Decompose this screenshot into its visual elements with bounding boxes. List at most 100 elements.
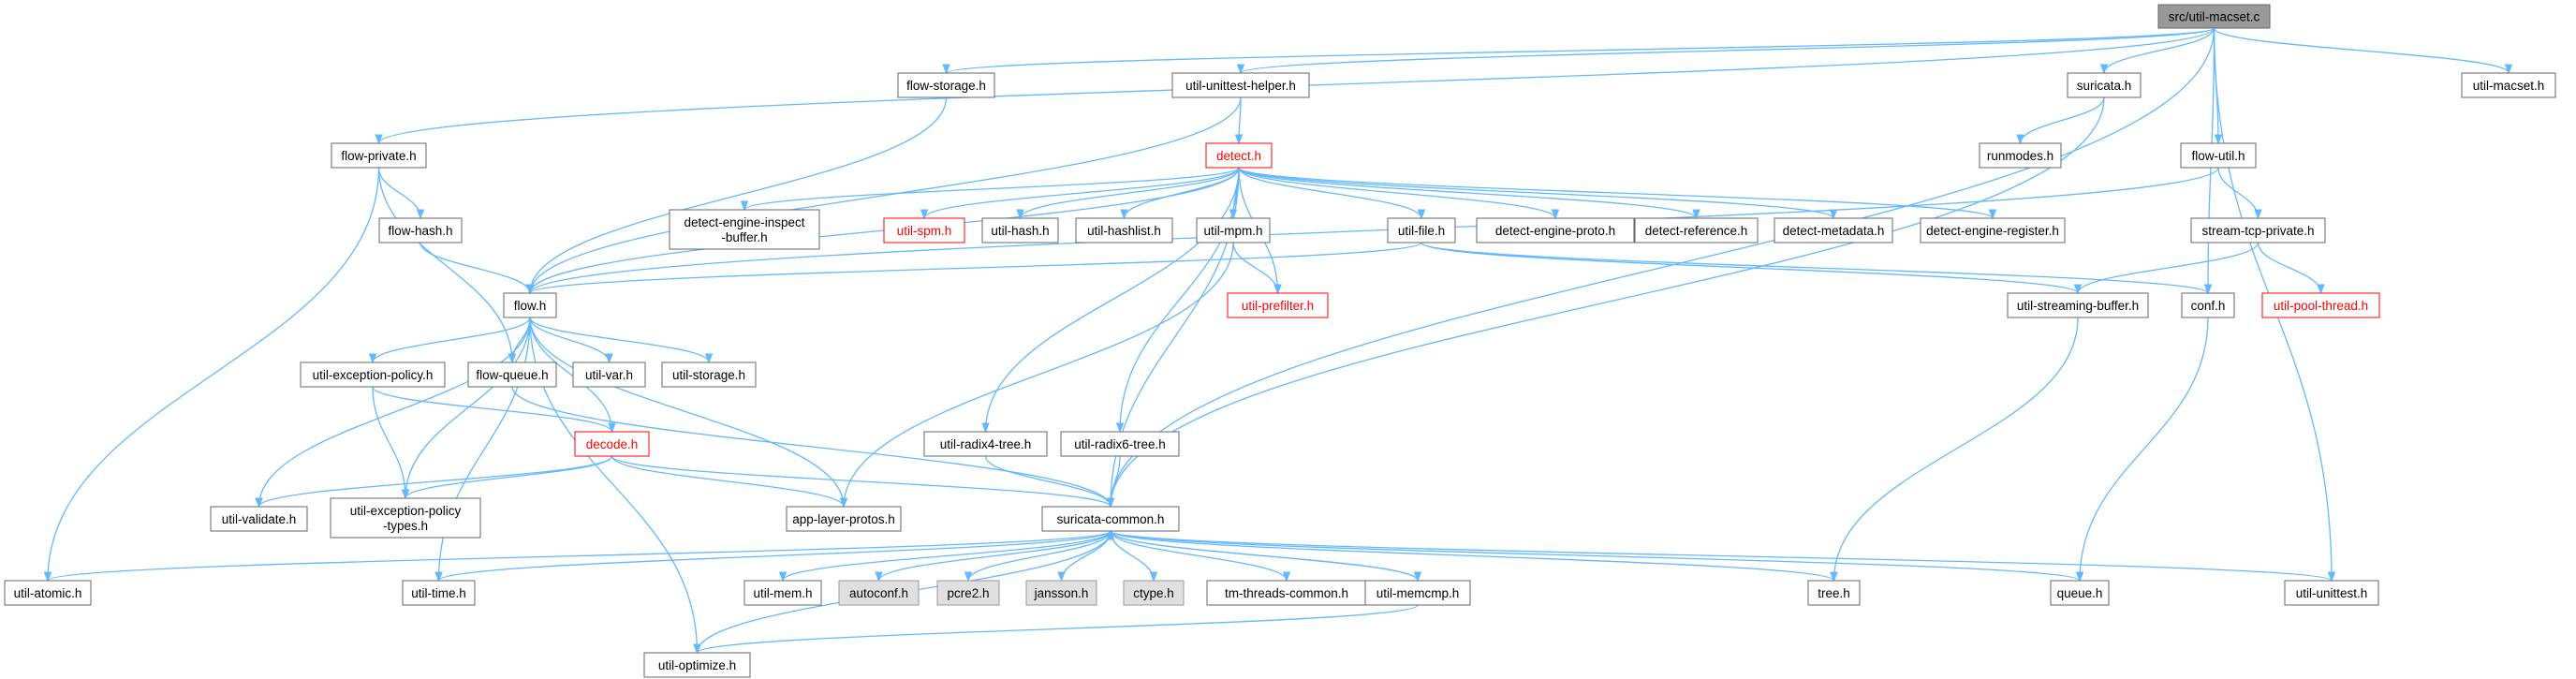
node-util-mem[interactable]: util-mem.h [743, 580, 822, 606]
edge-root-to-unittest_helper [1236, 27, 2215, 75]
node-util-pool-thread[interactable]: util-pool-thread.h [2261, 292, 2380, 318]
node-util-exception-policy[interactable]: util-exception-policy.h [300, 362, 446, 388]
node-runmodes[interactable]: runmodes.h [1979, 142, 2062, 169]
edge-root-to-suricata_h [2099, 27, 2215, 75]
node-box [936, 580, 1000, 606]
node-util-time[interactable]: util-time.h [402, 580, 476, 606]
node-flow-private[interactable]: flow-private.h [331, 142, 427, 169]
node-decode[interactable]: decode.h [574, 431, 650, 457]
node-util-spm[interactable]: util-spm.h [883, 217, 965, 244]
node-jansson[interactable]: jansson.h [1025, 580, 1097, 606]
node-util-optimize[interactable]: util-optimize.h [643, 652, 751, 678]
edge-util_memcmp-to-suricata_common [1106, 529, 1419, 582]
node-util-memcmp[interactable]: util-memcmp.h [1364, 580, 1471, 606]
node-detect-reference[interactable]: detect-reference.h [1634, 217, 1759, 244]
node-de-register[interactable]: detect-engine-register.h [1920, 217, 2066, 244]
edge-line [47, 530, 1111, 582]
node-tree-h[interactable]: tree.h [1807, 580, 1861, 606]
node-label: tm-threads-common.h [1225, 586, 1348, 600]
node-flow-hash[interactable]: flow-hash.h [378, 217, 463, 244]
node-box [838, 580, 920, 606]
node-autoconf[interactable]: autoconf.h [838, 580, 920, 606]
node-tm-threads-common[interactable]: tm-threads-common.h [1206, 580, 1367, 606]
node-detect-metadata[interactable]: detect-metadata.h [1774, 217, 1893, 244]
node-util-macset[interactable]: util-macset.h [2461, 72, 2556, 98]
edge-line [1123, 167, 1240, 219]
edge-decode-to-util_validate [255, 455, 613, 509]
node-app-layer-protos[interactable]: app-layer-protos.h [786, 506, 902, 532]
node-util-atomic[interactable]: util-atomic.h [4, 580, 92, 606]
edge-line [1110, 530, 1419, 582]
edge-line [47, 167, 380, 582]
arrowhead-icon [964, 571, 973, 583]
node-pcre2[interactable]: pcre2.h [936, 580, 1000, 606]
node-util-radix4[interactable]: util-radix4-tree.h [923, 431, 1048, 457]
node-util-radix6[interactable]: util-radix6-tree.h [1060, 431, 1180, 457]
node-dei-buffer[interactable]: detect-engine-inspect-buffer.h [669, 209, 820, 250]
edge-suricata_common-to-tm_threads_common [1110, 530, 1291, 583]
node-box [1476, 217, 1635, 244]
node-util-var[interactable]: util-var.h [572, 362, 646, 388]
arrowhead-icon [43, 571, 52, 583]
node-label: util-hash.h [991, 224, 1049, 238]
node-util-streaming-buffer[interactable]: util-streaming-buffer.h [2007, 292, 2149, 318]
node-util-validate[interactable]: util-validate.h [210, 506, 308, 532]
edge-detect-to-util_radix6 [1115, 167, 1240, 434]
edge-flow_h-to-util_time [434, 317, 531, 583]
edge-line [2077, 242, 2260, 294]
node-label: suricata.h [2077, 79, 2132, 93]
node-util-storage[interactable]: util-storage.h [661, 362, 757, 388]
node-util-file[interactable]: util-file.h [1387, 217, 1456, 244]
node-stream-tcp-private[interactable]: stream-tcp-private.h [2190, 217, 2326, 244]
edge-line [2079, 317, 2209, 582]
node-conf-h[interactable]: conf.h [2181, 292, 2235, 318]
node-label: -types.h [383, 519, 428, 533]
node-detect[interactable]: detect.h [1205, 142, 1273, 169]
node-box [2190, 217, 2326, 244]
node-queue-h[interactable]: queue.h [2050, 580, 2110, 606]
node-flow-util[interactable]: flow-util.h [2180, 142, 2257, 169]
edge-line [377, 167, 513, 363]
node-box [743, 580, 822, 606]
node-util-unittest[interactable]: util-unittest.h [2284, 580, 2379, 606]
arrowhead-icon [375, 134, 383, 145]
node-suricata-h[interactable]: suricata.h [2067, 72, 2142, 98]
edge-suricata_common-to-util_time [434, 530, 1111, 583]
edge-line [511, 386, 1111, 508]
node-util-prefilter[interactable]: util-prefilter.h [1227, 292, 1329, 318]
node-box [1920, 217, 2066, 244]
node-util-hashlist[interactable]: util-hashlist.h [1075, 217, 1173, 244]
edge-line [945, 27, 2215, 74]
node-flow-queue[interactable]: flow-queue.h [467, 362, 557, 388]
arrowhead-icon [704, 353, 714, 364]
arrowhead-icon [778, 571, 788, 583]
arrowhead-icon [1106, 497, 1115, 509]
node-root[interactable]: src/util-macset.c [2157, 4, 2271, 29]
node-ctype[interactable]: ctype.h [1123, 580, 1185, 606]
node-util-mpm[interactable]: util-mpm.h [1196, 217, 1271, 244]
node-uep-types[interactable]: util-exception-policy-types.h [330, 497, 481, 539]
node-util-hash[interactable]: util-hash.h [981, 217, 1059, 244]
edge-unittest_helper-to-detect [1234, 96, 1244, 145]
node-box [643, 652, 751, 678]
node-flow-h[interactable]: flow.h [503, 292, 557, 318]
node-box [669, 209, 820, 250]
node-suricata-common[interactable]: suricata-common.h [1041, 506, 1180, 532]
arrowhead-icon [1829, 209, 1838, 220]
node-de-proto[interactable]: detect-engine-proto.h [1476, 217, 1635, 244]
arrowhead-icon [1016, 209, 1024, 220]
arrowhead-icon [1120, 209, 1128, 220]
edge-line [611, 455, 845, 508]
edge-line [611, 455, 1111, 508]
node-label: flow.h [514, 299, 547, 313]
node-label: flow-util.h [2191, 149, 2245, 163]
node-label: util-exception-policy [350, 504, 462, 518]
edge-stream_tcp_private-to-util_pool_thread [2257, 242, 2325, 295]
edge-util_file-to-flow_h [525, 242, 1422, 295]
node-label: util-radix6-tree.h [1074, 437, 1166, 451]
node-unittest-helper[interactable]: util-unittest-helper.h [1171, 72, 1310, 98]
arrowhead-icon [1057, 571, 1066, 583]
node-flow-storage[interactable]: flow-storage.h [897, 72, 995, 98]
node-box [1196, 217, 1271, 244]
edge-line [1420, 242, 2079, 294]
